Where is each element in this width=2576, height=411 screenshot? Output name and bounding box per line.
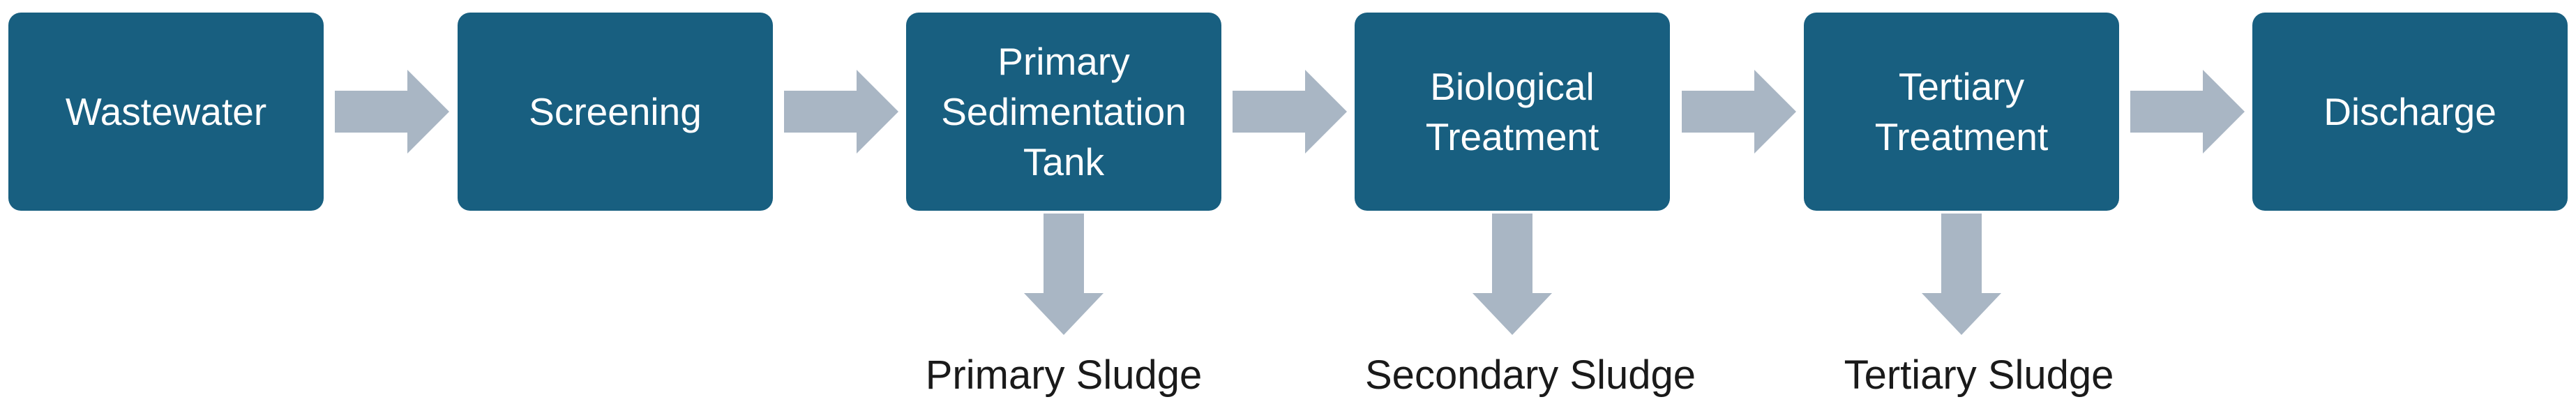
step-discharge: Discharge <box>2252 13 2568 211</box>
step-label: Primary Sedimentation Tank <box>941 40 1187 184</box>
output-secondary-sludge: Secondary Sludge <box>1365 352 1696 398</box>
step-primary-sedimentation-tank: Primary Sedimentation Tank <box>906 13 1221 211</box>
down-arrow-icon <box>1472 214 1552 335</box>
right-arrow-icon <box>784 70 898 154</box>
step-label: Wastewater <box>65 90 267 133</box>
step-label: Screening <box>529 90 702 133</box>
step-label: Discharge <box>2323 90 2496 133</box>
right-arrow-icon <box>2130 70 2245 154</box>
right-arrow-icon <box>1233 70 1347 154</box>
step-biological-treatment: Biological Treatment <box>1355 13 1670 211</box>
output-primary-sludge: Primary Sludge <box>925 352 1203 398</box>
output-tertiary-sludge: Tertiary Sludge <box>1844 352 2114 398</box>
step-screening: Screening <box>458 13 773 211</box>
down-arrow-icon <box>1922 214 2001 335</box>
down-arrow-icon <box>1024 214 1104 335</box>
step-label: Biological Treatment <box>1425 65 1599 158</box>
right-arrow-icon <box>335 70 449 154</box>
step-wastewater: Wastewater <box>8 13 324 211</box>
step-label: Tertiary Treatment <box>1874 65 2049 158</box>
right-arrow-icon <box>1682 70 1796 154</box>
step-tertiary-treatment: Tertiary Treatment <box>1804 13 2119 211</box>
